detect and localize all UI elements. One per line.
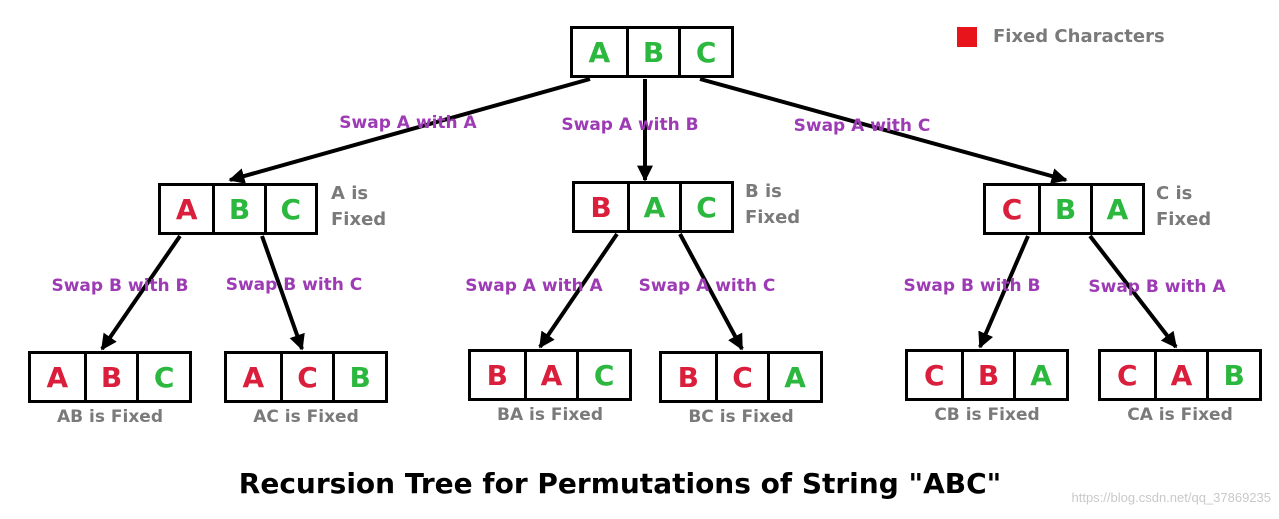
fixed-char-cell: C bbox=[924, 358, 945, 392]
edge-root-to-l1-a bbox=[228, 77, 591, 184]
node-note: C is Fixed bbox=[1156, 183, 1212, 230]
legend-swatch bbox=[957, 26, 977, 47]
fixed-char-cell: A bbox=[1153, 352, 1207, 398]
node-caption: AB is Fixed bbox=[56, 407, 164, 427]
fixed-char-cell: B bbox=[590, 190, 612, 224]
edge-label-l1-b-to-l2-bc: Swap A with C bbox=[638, 276, 776, 296]
edge-label-l1-b-to-l2-ba: Swap A with A bbox=[465, 276, 603, 296]
free-char-cell: A bbox=[1090, 186, 1142, 232]
node-caption: BC is Fixed bbox=[688, 407, 794, 427]
free-char-cell: B bbox=[332, 354, 385, 400]
edge-label-l1-c-to-l2-ca: Swap B with A bbox=[1088, 277, 1226, 297]
edge-label-l1-c-to-l2-cb: Swap B with B bbox=[903, 276, 1041, 296]
node-note: A is Fixed bbox=[331, 183, 387, 230]
node-note: B is Fixed bbox=[745, 181, 801, 228]
free-char-cell: C bbox=[136, 354, 189, 400]
fixed-char-cell: B bbox=[486, 358, 508, 392]
fixed-char-cell: A bbox=[242, 360, 265, 394]
free-char-cell: C bbox=[678, 29, 731, 75]
diagram-title: Recursion Tree for Permutations of Strin… bbox=[238, 467, 1002, 500]
edge-l1-c-to-l2-cb bbox=[978, 235, 1030, 349]
legend-label: Fixed Characters bbox=[993, 26, 1165, 47]
fixed-char-cell: C bbox=[714, 354, 768, 400]
edge-label-l1-a-to-l2-ac: Swap B with C bbox=[225, 275, 363, 295]
fixed-char-cell: B bbox=[83, 354, 137, 400]
fixed-char-cell: B bbox=[960, 352, 1014, 398]
node-caption: AC is Fixed bbox=[253, 407, 359, 427]
edge-l1-c-to-l2-ca bbox=[1088, 234, 1178, 349]
edge-label-l1-a-to-l2-ab: Swap B with B bbox=[51, 276, 189, 296]
node-caption: BA is Fixed bbox=[496, 405, 604, 425]
free-char-cell: C bbox=[679, 184, 731, 230]
free-char-cell: B bbox=[1038, 186, 1090, 232]
free-char-cell: B bbox=[625, 29, 679, 75]
free-char-cell: C bbox=[576, 352, 629, 398]
edge-l1-b-to-l2-ba bbox=[538, 232, 619, 349]
fixed-char-cell: A bbox=[46, 360, 69, 394]
edge-l1-b-to-l2-bc bbox=[678, 233, 744, 351]
edge-l1-a-to-l2-ab bbox=[100, 234, 182, 351]
node-caption: CA is Fixed bbox=[1127, 405, 1233, 425]
free-char-cell: A bbox=[627, 184, 679, 230]
fixed-char-cell: C bbox=[1001, 192, 1023, 226]
free-char-cell: B bbox=[212, 186, 263, 232]
legend: Fixed Characters bbox=[957, 26, 1165, 47]
edge-root-to-l1-c bbox=[699, 77, 1068, 184]
free-char-cell: A bbox=[1013, 352, 1066, 398]
node-caption: CB is Fixed bbox=[934, 405, 1040, 425]
free-char-cell: A bbox=[588, 35, 611, 69]
watermark: https://blog.csdn.net/qq_37869235 bbox=[1071, 490, 1272, 505]
free-char-cell: A bbox=[767, 354, 820, 400]
fixed-char-cell: A bbox=[175, 192, 198, 226]
fixed-char-cell: B bbox=[677, 360, 699, 394]
free-char-cell: B bbox=[1206, 352, 1259, 398]
fixed-char-cell: A bbox=[523, 352, 577, 398]
fixed-char-cell: C bbox=[1117, 358, 1138, 392]
edge-l1-a-to-l2-ac bbox=[260, 235, 305, 351]
free-char-cell: C bbox=[263, 186, 315, 232]
fixed-char-cell: C bbox=[279, 354, 333, 400]
edge-label-root-to-l1-c: Swap A with C bbox=[793, 116, 931, 136]
edge-label-root-to-l1-b: Swap A with B bbox=[561, 115, 699, 135]
edge-label-root-to-l1-a: Swap A with A bbox=[339, 113, 477, 133]
